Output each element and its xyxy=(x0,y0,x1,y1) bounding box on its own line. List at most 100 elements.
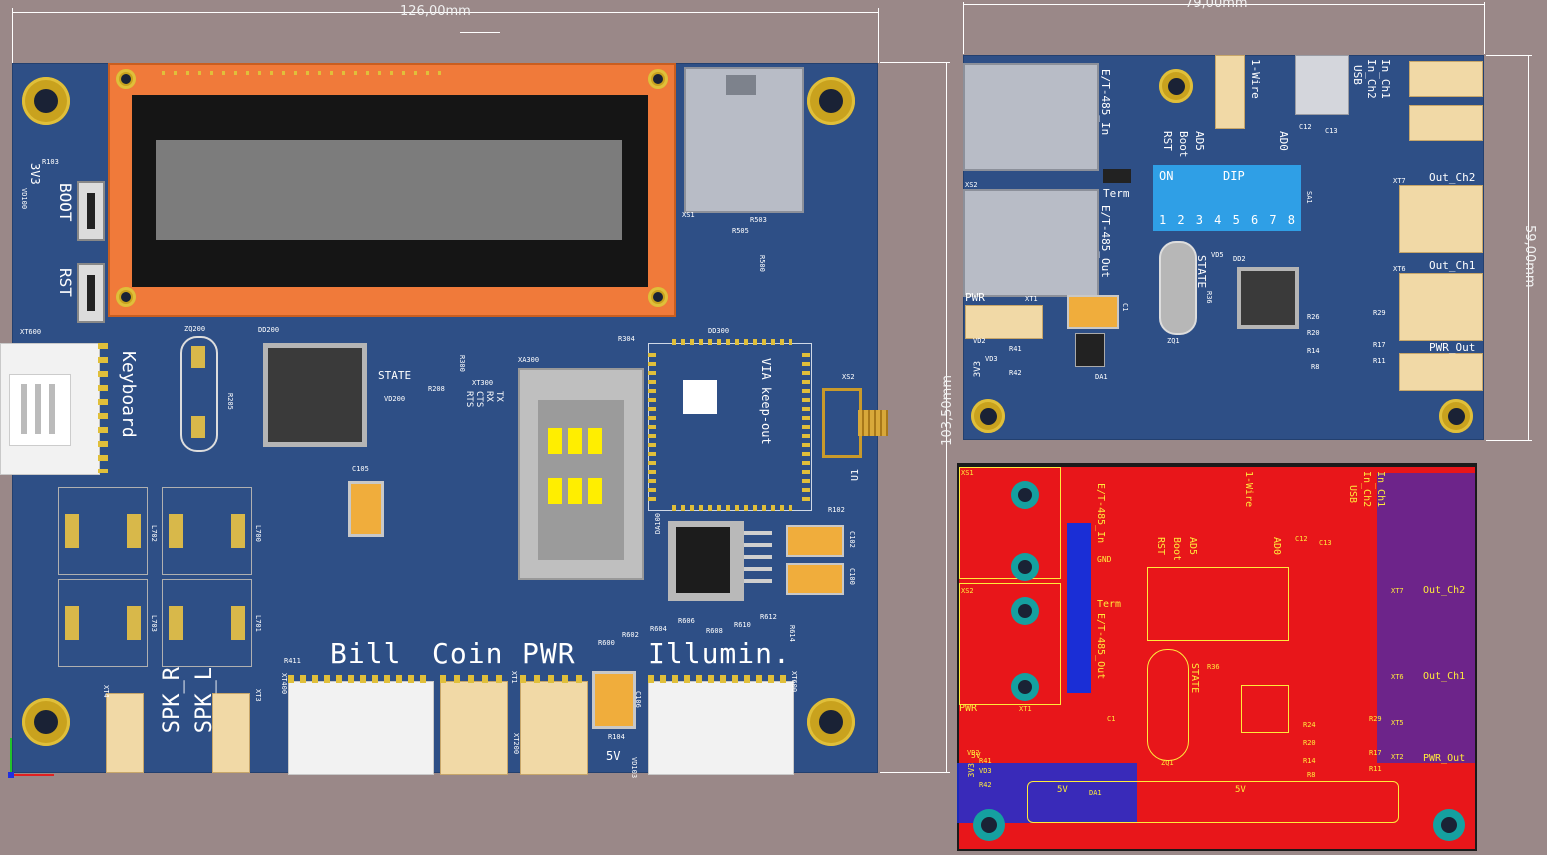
state-label: STATE xyxy=(378,369,412,382)
c13-refdes: C13 xyxy=(1325,127,1338,135)
boot-button[interactable] xyxy=(77,181,105,241)
zq200-refdes: ZQ200 xyxy=(184,325,206,333)
keyboard-label: Keyboard xyxy=(118,351,139,438)
in-ch1-label: In_Ch1 xyxy=(1375,471,1386,508)
da100-refdes: DA100 xyxy=(654,513,662,535)
pwr-out-connector[interactable] xyxy=(1399,353,1483,391)
r29-refdes: R29 xyxy=(1373,309,1386,317)
rj45-jack-in[interactable] xyxy=(963,63,1099,171)
c1-refdes: C1 xyxy=(1107,715,1116,723)
r41-refdes: R41 xyxy=(979,757,992,765)
vd103-refdes: VD103 xyxy=(630,757,638,779)
5v-label-c: 5V xyxy=(1235,785,1246,795)
crystal-zq200 xyxy=(180,336,218,452)
xt200-refdes: XT200 xyxy=(512,733,520,755)
term-jumper[interactable] xyxy=(1103,169,1131,183)
usb-label: USB xyxy=(1347,485,1358,504)
out-ch1-connector[interactable] xyxy=(1399,273,1483,341)
pwr-connector[interactable] xyxy=(520,681,588,775)
keyboard-connector[interactable] xyxy=(0,343,100,475)
vd2-refdes: VD2 xyxy=(967,749,980,757)
l701-refdes: L701 xyxy=(254,615,262,632)
zq1-refdes: ZQ1 xyxy=(1161,759,1174,767)
pwr-input-connector[interactable] xyxy=(965,305,1043,339)
rx-label: RX xyxy=(484,391,494,402)
dip-switch-sa1[interactable]: ON DIP 1 2 3 4 5 6 7 8 xyxy=(1153,165,1301,231)
in-ch2-connector[interactable] xyxy=(1409,61,1483,97)
r8-refdes: R8 xyxy=(1311,363,1320,371)
illumin-label: Illumin. xyxy=(648,637,791,670)
r20-refdes: R20 xyxy=(1307,329,1320,337)
xs1-refdes: XS1 xyxy=(961,469,974,477)
r612-refdes: R612 xyxy=(760,613,777,621)
r304-refdes: R304 xyxy=(618,335,635,343)
r608-refdes: R608 xyxy=(706,627,723,635)
antenna-connector-xs2[interactable] xyxy=(822,388,888,458)
r17-refdes: R17 xyxy=(1369,749,1382,757)
e-t-485-out-label: E/T-485_Out xyxy=(1099,205,1112,278)
capacitor-c1 xyxy=(1067,295,1119,329)
bill-connector[interactable] xyxy=(288,681,434,775)
mounting-hole xyxy=(807,77,855,125)
boot-label: Boot xyxy=(1177,131,1190,158)
in-ch2-label: In_Ch2 xyxy=(1365,59,1378,99)
l702-refdes: L702 xyxy=(150,525,158,542)
one-wire-connector[interactable] xyxy=(1215,55,1245,129)
vd3-refdes: VD3 xyxy=(979,767,992,775)
sim-card-holder xyxy=(518,368,644,580)
da1-refdes: DA1 xyxy=(1089,789,1102,797)
lcd-corner-pad xyxy=(648,69,668,89)
r29-refdes: R29 xyxy=(1369,715,1382,723)
out-ch2-connector[interactable] xyxy=(1399,185,1483,253)
speaker-l-connector[interactable] xyxy=(106,693,144,773)
r602-refdes: R602 xyxy=(622,631,639,639)
ethernet-jack-xs1[interactable] xyxy=(684,67,804,213)
r103-refdes: R103 xyxy=(42,158,59,166)
lcd-corner-pad xyxy=(116,287,136,307)
main-width-dimension: 126,00mm xyxy=(400,4,471,19)
coin-label: Coin xyxy=(432,637,504,670)
rts-label: RTS xyxy=(464,391,474,408)
pwr-out-label: PWR_Out xyxy=(1423,753,1466,764)
term-label: Term xyxy=(1097,599,1122,610)
state-label: STATE xyxy=(1195,255,1208,289)
vd2-refdes: VD2 xyxy=(973,337,986,345)
r36-refdes: R36 xyxy=(1207,663,1220,671)
coin-connector[interactable] xyxy=(440,681,508,775)
dip-on-label: ON xyxy=(1159,169,1174,183)
pwr-label: PWR xyxy=(959,703,978,714)
r604-refdes: R604 xyxy=(650,625,667,633)
lcd-corner-pad xyxy=(116,69,136,89)
pwr-label: PWR xyxy=(522,637,576,670)
mounting-hole xyxy=(1159,69,1193,103)
rj45-jack-out[interactable] xyxy=(963,189,1099,297)
xt4-refdes: XT4 xyxy=(102,685,110,698)
xt6-refdes: XT6 xyxy=(1391,673,1404,681)
main-pcb: BOOT RST 3V3 R103 VD100 Keyboard XT600 Z… xyxy=(0,63,888,778)
illumination-connector[interactable] xyxy=(648,681,794,775)
mounting-hole xyxy=(1439,399,1473,433)
dip-numbers: 1 2 3 4 5 6 7 8 xyxy=(1159,213,1295,227)
r503-refdes: R503 xyxy=(750,216,767,224)
sa1-refdes: SA1 xyxy=(1305,191,1313,204)
xt300-refdes: XT300 xyxy=(472,379,494,387)
rst-button[interactable] xyxy=(77,263,105,323)
dip-number: 6 xyxy=(1250,213,1259,227)
dip-number: 4 xyxy=(1214,213,1222,227)
small-height-dimension: 59,00mm xyxy=(1522,225,1537,288)
xt6-refdes: XT6 xyxy=(1393,265,1406,273)
spk-l-label: SPK_L xyxy=(192,667,217,734)
spk-r-label: SPK_R xyxy=(160,667,185,734)
vd3-refdes: VD3 xyxy=(985,355,998,363)
capacitor-c102 xyxy=(786,525,844,557)
speaker-r-connector[interactable] xyxy=(212,693,250,773)
r24-refdes: R24 xyxy=(1303,721,1316,729)
3v3-label: 3V3 xyxy=(973,361,983,378)
in-ch1-connector[interactable] xyxy=(1409,105,1483,141)
usb-connector[interactable] xyxy=(1295,55,1349,115)
3v3-label: 3V3 xyxy=(28,163,42,185)
5v-label: 5V xyxy=(606,749,621,763)
e-t-485-in-label: E/T-485_In xyxy=(1099,69,1112,136)
3v3-label: 3V3 xyxy=(967,763,976,778)
ad5-label: AD5 xyxy=(1193,131,1206,151)
